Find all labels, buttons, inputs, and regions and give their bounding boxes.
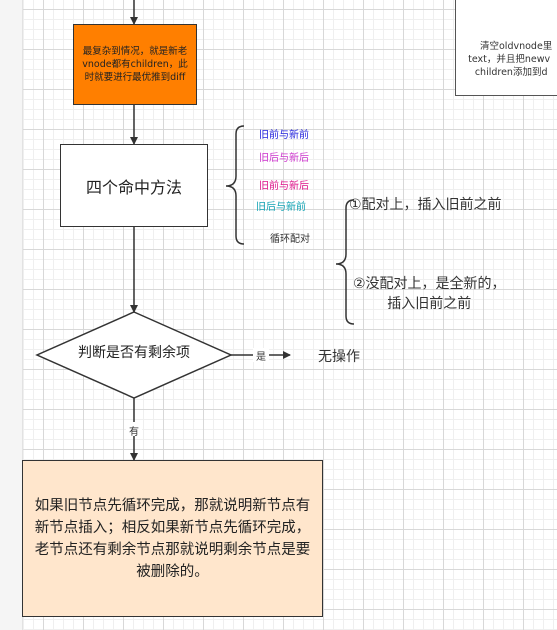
result-unmatched-line-2: 插入旧前之前 (387, 296, 472, 312)
method-old-start-new-end: 旧前与新后 (259, 181, 309, 192)
clear-old-line-2: text，并且把newv (468, 53, 551, 65)
no-action-label: 无操作 (318, 349, 360, 365)
clear-old-line-1: 清空oldvnode里 (480, 40, 553, 52)
method-old-end-new-start: 旧后与新前 (256, 202, 306, 213)
results-brace (335, 199, 355, 325)
result-unmatched: ②没配对上，是全新的， 插入旧前之前 (353, 274, 506, 314)
clear-old-vnode-box: 清空oldvnode里 text，并且把newv children添加到d (455, 0, 557, 96)
method-loop-match: 循环配对 (270, 234, 310, 245)
methods-brace (225, 125, 245, 245)
method-old-start-new-start: 旧前与新前 (259, 130, 309, 141)
method-old-end-new-end: 旧后与新后 (259, 153, 309, 164)
left-panel-strip (0, 0, 23, 630)
four-methods-box: 四个命中方法 (60, 144, 208, 227)
remaining-nodes-box: 如果旧节点先循环完成，那就说明新节点有新节点插入；相反如果新节点先循环完成，老节… (22, 460, 323, 617)
remaining-nodes-text: 如果旧节点先循环完成，那就说明新节点有新节点插入；相反如果新节点先循环完成，老节… (34, 497, 311, 580)
result-unmatched-line-1: ②没配对上，是全新的， (353, 276, 506, 292)
four-methods-label: 四个命中方法 (85, 177, 182, 197)
edge-label-has: 有 (129, 427, 139, 438)
result-matched: ①配对上，插入旧前之前 (349, 197, 502, 213)
complex-diff-text: 最复杂到情况，就是新老vnode都有children，此时就要进行最优推到dif… (82, 46, 188, 83)
complex-diff-box: 最复杂到情况，就是新老vnode都有children，此时就要进行最优推到dif… (73, 24, 197, 105)
edge-label-yes: 是 (256, 352, 266, 363)
decision-label: 判断是否有剩余项 (78, 345, 190, 361)
clear-old-line-3: children添加到d (474, 66, 548, 78)
